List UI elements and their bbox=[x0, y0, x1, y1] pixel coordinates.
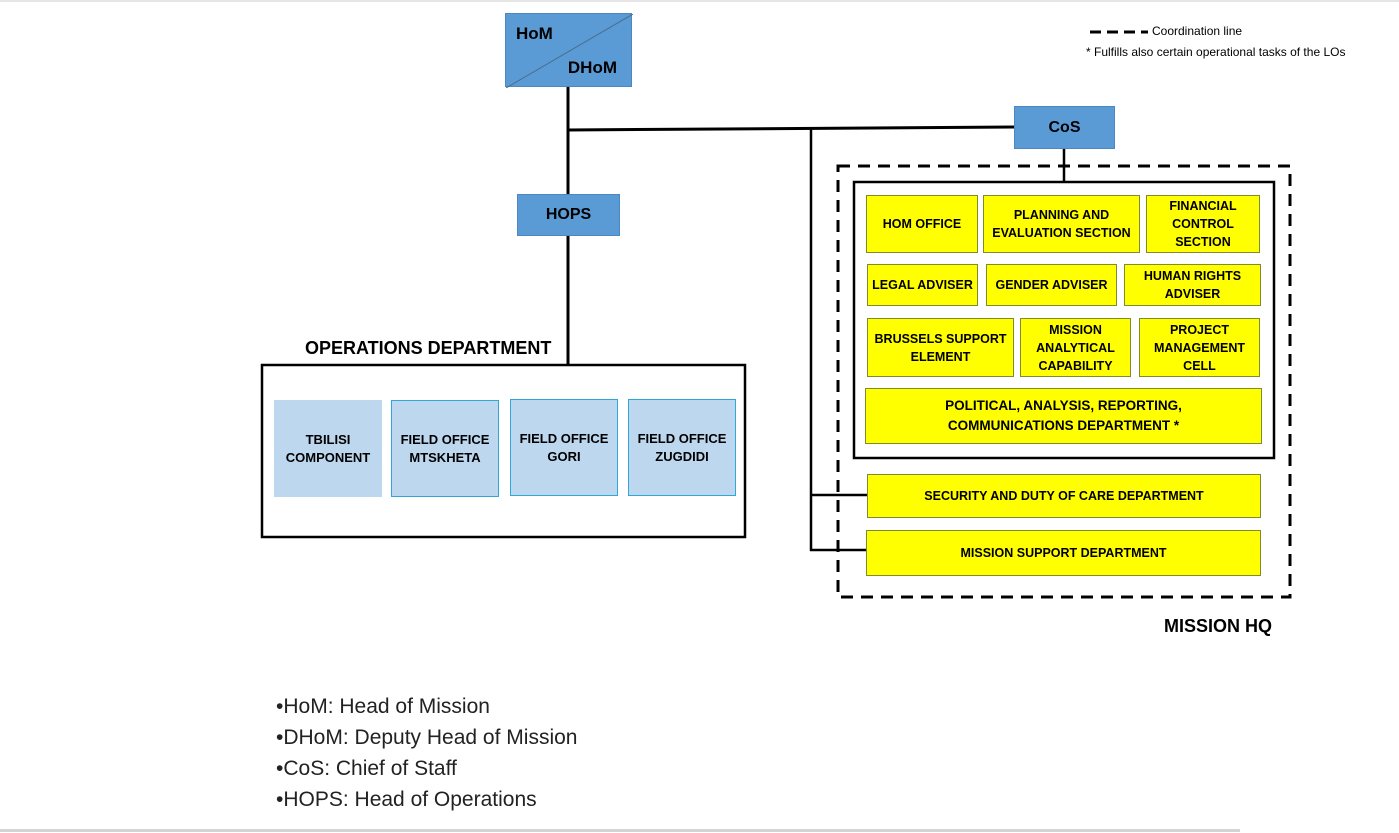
section-legal-adviser: LEGAL ADVISER bbox=[867, 264, 978, 306]
unit-field-office-gori: FIELD OFFICE GORI bbox=[510, 399, 618, 496]
cos-box: CoS bbox=[1014, 106, 1115, 149]
dept-security-duty-of-care: SECURITY AND DUTY OF CARE DEPARTMENT bbox=[867, 474, 1261, 518]
legend-coordination-label: Coordination line bbox=[1152, 24, 1243, 38]
section-brussels-support: BRUSSELS SUPPORT ELEMENT bbox=[867, 318, 1014, 377]
bottom-scroll-edge bbox=[0, 829, 1240, 832]
hops-box: HOPS bbox=[517, 194, 620, 236]
mission-hq-title: MISSION HQ bbox=[1164, 616, 1273, 636]
unit-field-office-mtskheta: FIELD OFFICE MTSKHETA bbox=[391, 400, 499, 497]
glossary-item-cos: •CoS: Chief of Staff bbox=[276, 757, 457, 780]
glossary-item-hom: •HoM: Head of Mission bbox=[276, 695, 490, 718]
diagonal-divider bbox=[506, 14, 633, 88]
section-mission-analytical: MISSION ANALYTICAL CAPABILITY bbox=[1020, 318, 1131, 377]
hq-sections-frame bbox=[852, 180, 1276, 460]
mission-hq-dashed-frame bbox=[836, 164, 1292, 599]
legend-asterisk-note: * Fulfills also certain operational task… bbox=[1086, 45, 1346, 59]
operations-frame bbox=[260, 363, 747, 539]
dept-mission-support: MISSION SUPPORT DEPARTMENT bbox=[866, 530, 1261, 576]
section-gender-adviser: GENDER ADVISER bbox=[986, 264, 1117, 306]
unit-tbilisi-component: TBILISI COMPONENT bbox=[274, 400, 382, 497]
hom-label: HoM bbox=[516, 24, 553, 43]
operations-title: OPERATIONS DEPARTMENT bbox=[305, 338, 552, 358]
section-planning-evaluation: PLANNING AND EVALUATION SECTION bbox=[983, 195, 1140, 253]
connector-hom-cos bbox=[567, 125, 1015, 132]
section-project-management: PROJECT MANAGEMENT CELL bbox=[1139, 318, 1260, 377]
section-hom-office: HOM OFFICE bbox=[866, 195, 978, 253]
glossary-item-hops: •HOPS: Head of Operations bbox=[276, 788, 537, 811]
glossary: •HoM: Head of Mission •DHoM: Deputy Head… bbox=[276, 691, 577, 815]
section-financial-control: FINANCIAL CONTROL SECTION bbox=[1146, 195, 1260, 253]
top-border bbox=[0, 0, 1399, 2]
unit-field-office-zugdidi: FIELD OFFICE ZUGDIDI bbox=[628, 399, 736, 496]
dhom-label: DHoM bbox=[567, 58, 617, 77]
section-human-rights-adviser: HUMAN RIGHTS ADVISER bbox=[1124, 264, 1261, 306]
hom-dhom-box: HoM DHoM bbox=[505, 13, 633, 88]
section-political-department: POLITICAL, ANALYSIS, REPORTING, COMMUNIC… bbox=[865, 388, 1262, 444]
glossary-item-dhom: •DHoM: Deputy Head of Mission bbox=[276, 726, 578, 749]
